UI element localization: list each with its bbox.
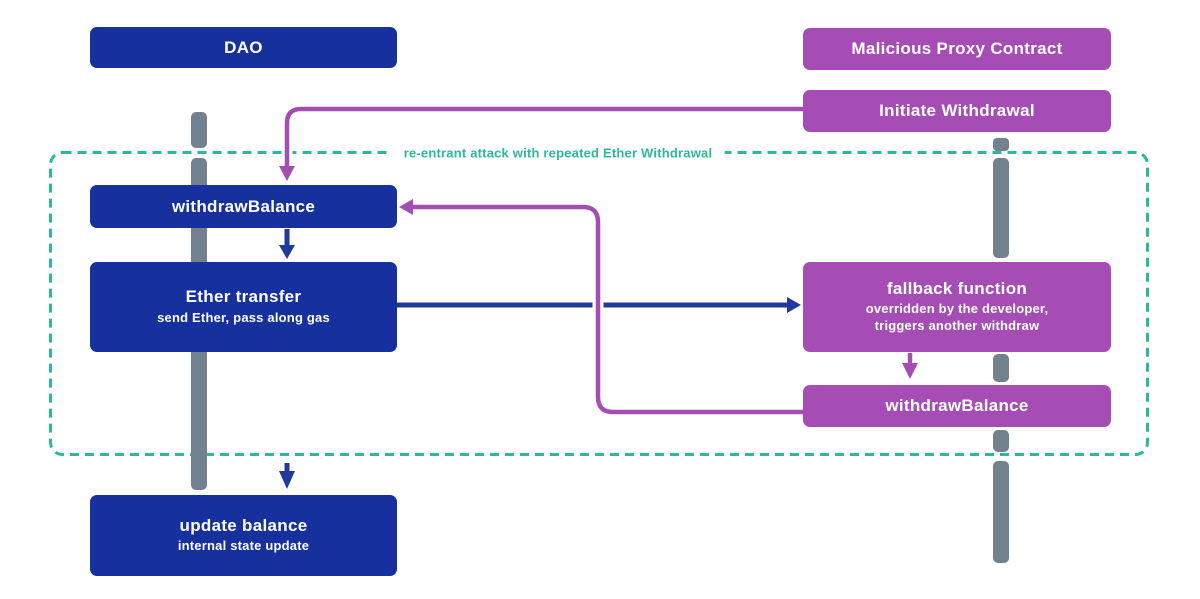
arrowhead-right-icon xyxy=(787,297,801,313)
arrowhead-down-icon xyxy=(902,363,918,379)
withdraw-balance-dao-node: withdrawBalance xyxy=(90,185,397,228)
proxy-lane-title: Malicious Proxy Contract xyxy=(851,39,1063,59)
withdraw-balance-proxy-label: withdrawBalance xyxy=(885,396,1029,416)
dao-lifeline-segment xyxy=(191,112,207,148)
fallback-function-sublabel: overridden by the developer, triggers an… xyxy=(865,301,1049,334)
ether-transfer-label: Ether transfer xyxy=(185,287,302,307)
proxy-lifeline-segment xyxy=(993,158,1009,258)
initiate-withdrawal-node: Initiate Withdrawal xyxy=(803,90,1111,132)
dao-lane-header: DAO xyxy=(90,27,397,68)
arrowhead-down-icon xyxy=(279,166,295,181)
attack-region-label: re-entrant attack with repeated Ether Wi… xyxy=(391,145,725,161)
ether-transfer-sublabel: send Ether, pass along gas xyxy=(157,309,330,325)
update-balance-sublabel: internal state update xyxy=(177,538,310,554)
initiate-withdrawal-label: Initiate Withdrawal xyxy=(879,101,1035,121)
update-balance-label: update balance xyxy=(179,515,308,535)
proxy-lifeline-segment xyxy=(993,354,1009,382)
proxy-lifeline-segment xyxy=(993,461,1009,563)
arrowhead-down-icon xyxy=(279,471,295,489)
dao-lane-title: DAO xyxy=(224,37,263,57)
update-balance-node: update balance internal state update xyxy=(90,495,397,576)
proxy-lane-header: Malicious Proxy Contract xyxy=(803,28,1111,70)
fallback-function-label: fallback function xyxy=(886,278,1028,298)
fallback-function-node: fallback function overridden by the deve… xyxy=(803,262,1111,352)
ether-transfer-node: Ether transfer send Ether, pass along ga… xyxy=(90,262,397,352)
attack-region-border xyxy=(49,151,1149,456)
withdraw-balance-proxy-node: withdrawBalance xyxy=(803,385,1111,427)
proxy-lifeline xyxy=(993,138,1009,563)
withdraw-balance-dao-label: withdrawBalance xyxy=(171,196,316,216)
blue-arrowheads xyxy=(279,245,801,489)
arrow-withdrawbalance-return xyxy=(413,204,803,415)
arrowhead-down-icon xyxy=(279,245,295,259)
purple-arrowheads xyxy=(279,166,918,379)
proxy-lifeline-segment xyxy=(993,138,1009,151)
arrow-initiate-to-withdrawbalance xyxy=(284,106,803,167)
proxy-lifeline-segment xyxy=(993,430,1009,452)
arrowhead-left-icon xyxy=(399,199,413,215)
